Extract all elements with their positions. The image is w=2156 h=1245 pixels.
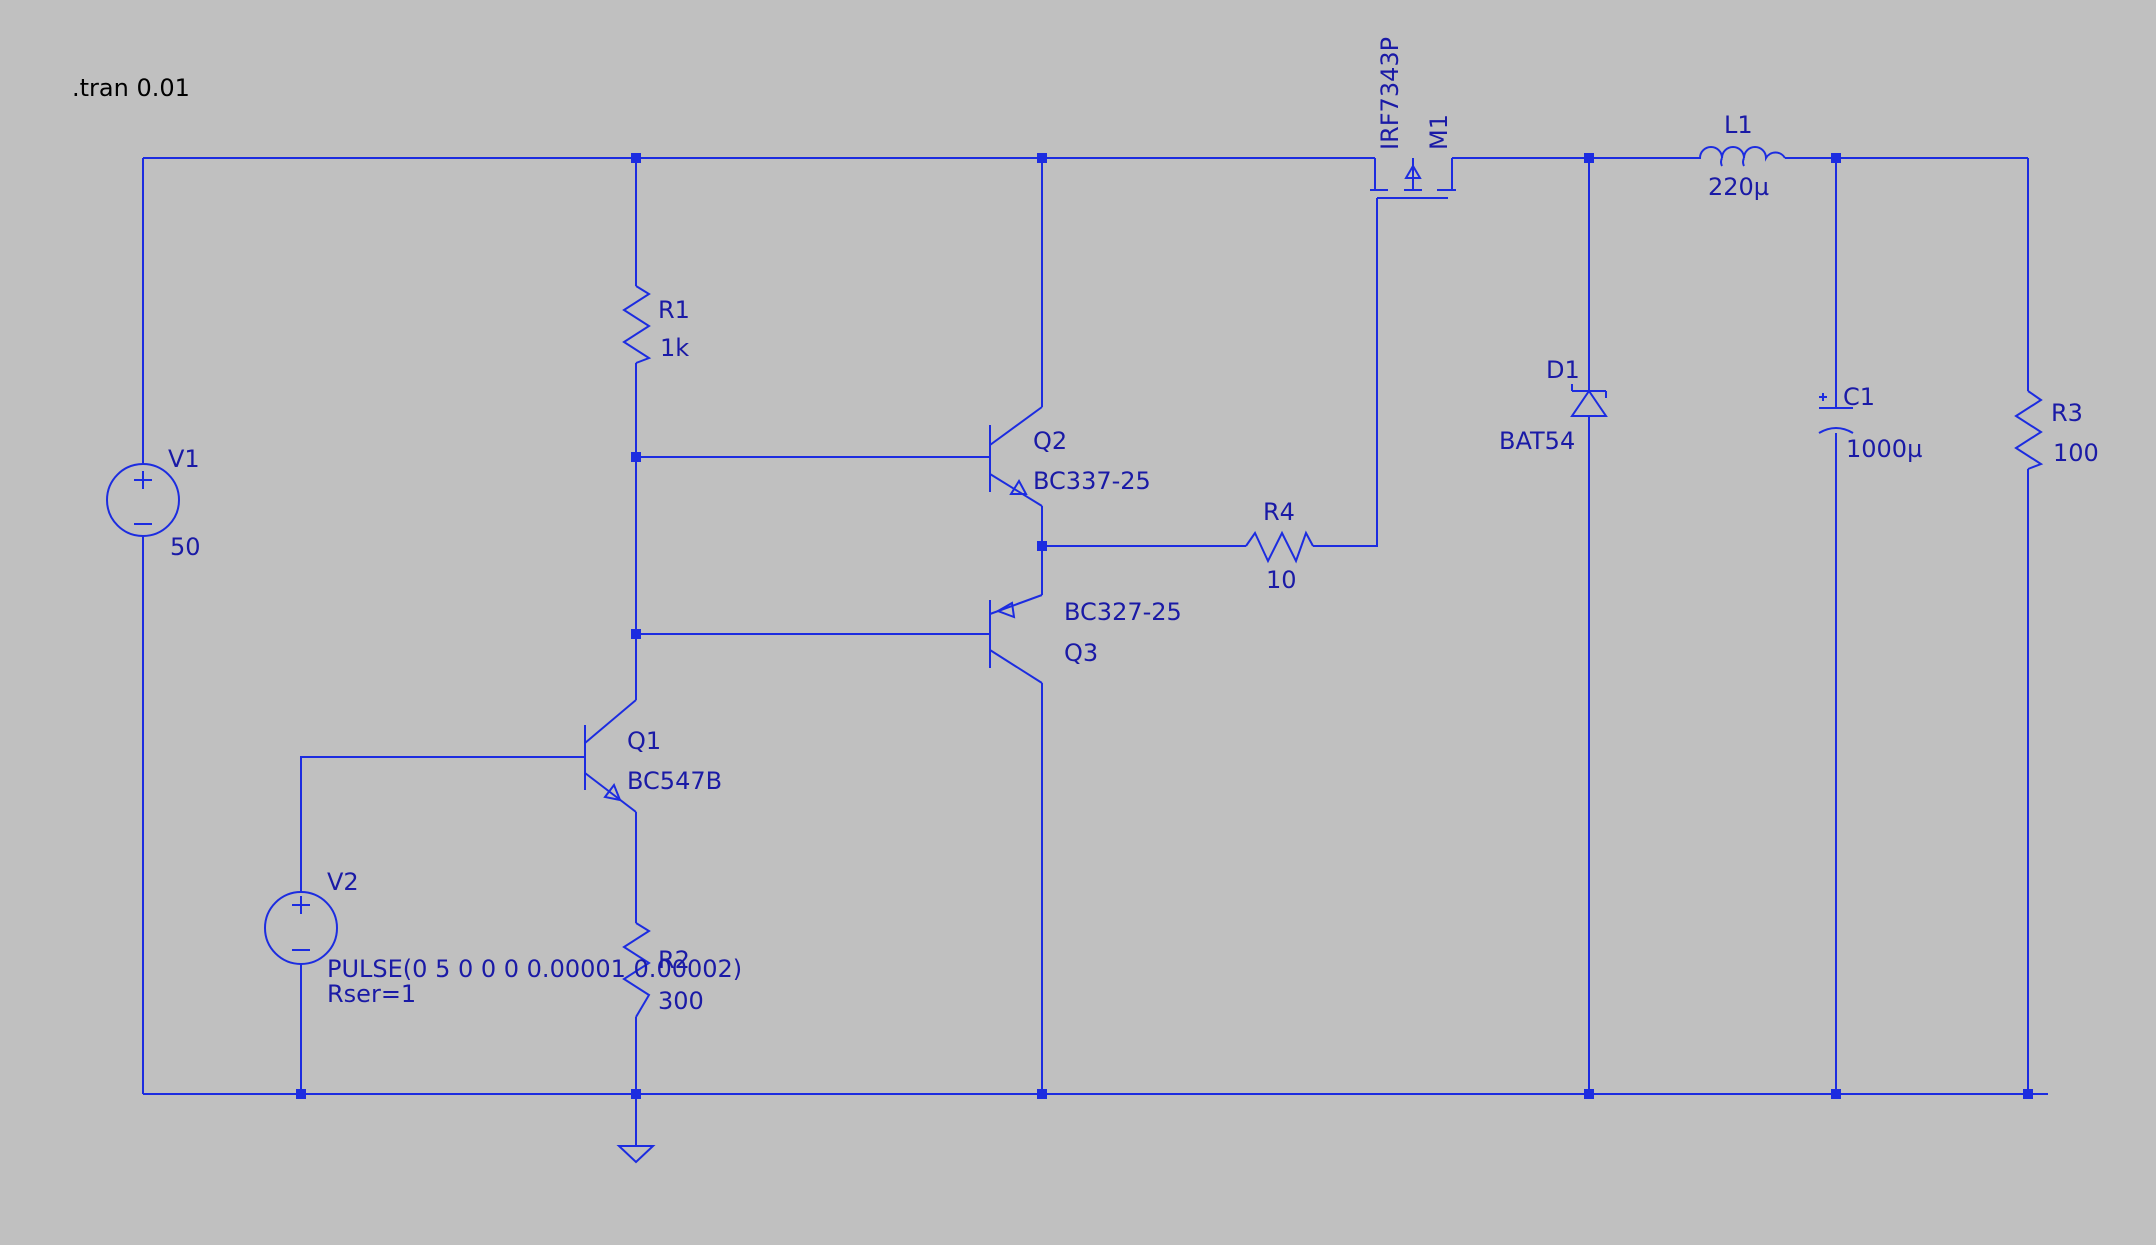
v2-source-symbol[interactable] (264, 891, 338, 965)
r2-resistor-symbol[interactable] (622, 922, 651, 1018)
r1-name-label: R1 (658, 296, 690, 324)
c1-name-label: C1 (1843, 383, 1875, 411)
l1-inductor-loops (1720, 157, 1745, 167)
q1-value-label: BC547B (627, 767, 722, 795)
r2-name-label: R2 (658, 946, 690, 974)
r3-name-label: R3 (2051, 399, 2083, 427)
v2-value-label: PULSE(0 5 0 0 0 0.00001 0.00002) (327, 955, 742, 983)
r4-resistor-symbol[interactable] (1245, 530, 1314, 564)
q2-transistor-symbol[interactable] (989, 406, 1043, 507)
tran-directive[interactable]: .tran 0.01 (72, 74, 190, 102)
d1-value-label: BAT54 (1499, 427, 1575, 455)
c1-value-label: 1000µ (1846, 435, 1922, 463)
v1-source-symbol[interactable] (106, 463, 180, 537)
m1-mosfet-symbol[interactable] (1370, 158, 1456, 199)
d1-name-label: D1 (1546, 356, 1580, 384)
r3-resistor-symbol[interactable] (2014, 390, 2044, 470)
q1-name-label: Q1 (627, 727, 661, 755)
r4-name-label: R4 (1263, 498, 1295, 526)
l1-name-label: L1 (1724, 111, 1753, 139)
r4-value-label: 10 (1266, 566, 1297, 594)
q2-name-label: Q2 (1033, 427, 1067, 455)
d1-diode-symbol[interactable] (1570, 380, 1608, 428)
r1-value-label: 1k (660, 334, 689, 362)
l1-inductor-symbol[interactable] (1695, 146, 1786, 162)
v1-name-label: V1 (168, 445, 200, 473)
r3-value-label: 100 (2053, 439, 2099, 467)
q1-transistor-symbol[interactable] (584, 699, 637, 813)
l1-value-label: 220µ (1708, 173, 1769, 201)
v2-rser-label: Rser=1 (327, 980, 416, 1008)
m1-name-label: M1 (1425, 114, 1453, 150)
junction-dots (296, 153, 2033, 1099)
r4-to-gate-wire (1313, 198, 1378, 547)
ground-symbol (616, 1145, 656, 1164)
r2-value-label: 300 (658, 987, 704, 1015)
q3-name-label: Q3 (1064, 639, 1098, 667)
q2-value-label: BC337-25 (1033, 467, 1151, 495)
q3-transistor-symbol[interactable] (989, 594, 1043, 684)
r1-resistor-symbol[interactable] (622, 285, 652, 364)
q3-value-label: BC327-25 (1064, 598, 1182, 626)
v2-name-label: V2 (327, 868, 359, 896)
m1-value-label: IRF7343P (1376, 37, 1404, 150)
v1-value-label: 50 (170, 533, 201, 561)
wires (142, 157, 2048, 1146)
q1-base-wire (300, 756, 585, 893)
c1-capacitor-symbol[interactable] (1818, 393, 1854, 434)
